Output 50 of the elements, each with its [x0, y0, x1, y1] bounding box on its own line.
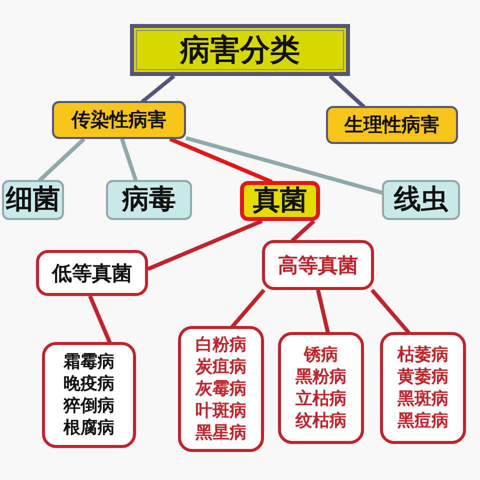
disease-list-box: [42, 342, 136, 448]
disease-list-box: [278, 332, 364, 444]
disease-name: 锈病: [304, 344, 338, 366]
node-label: 病害分类: [180, 32, 300, 70]
pathogen-box: [382, 180, 460, 220]
disease-name: 黄萎病: [398, 366, 448, 388]
node-label: 真菌: [253, 184, 307, 218]
callout-tail: [185, 136, 384, 195]
callout-tail: [140, 74, 176, 104]
group-box: [262, 240, 374, 290]
node-label: 低等真菌: [52, 260, 132, 286]
disease-name: 黑痘病: [398, 410, 448, 432]
callout-tail: [120, 138, 138, 182]
disease-name: 炭疽病: [196, 356, 246, 378]
disease-name: 纹枯病: [296, 410, 346, 432]
disease-name: 黑星病: [196, 422, 246, 444]
node-label: 高等真菌: [278, 252, 358, 278]
callout-tail: [147, 219, 263, 271]
disease-name: 白粉病: [196, 334, 246, 356]
group-box: [36, 250, 148, 296]
disease-name: 灰霉病: [196, 378, 246, 400]
callout-tail: [169, 137, 273, 184]
node-label: 生理性病害: [344, 112, 440, 138]
disease-name: 霜霉病: [64, 350, 114, 373]
disease-name: 立枯病: [296, 388, 346, 410]
disease-name: 根腐病: [64, 417, 114, 440]
node-label: 病毒: [122, 183, 176, 218]
callout-tail: [290, 220, 316, 242]
disease-list-box: [178, 326, 264, 452]
category-box: [52, 101, 186, 139]
pathogen-box: [240, 181, 320, 221]
callout-tail: [230, 288, 266, 328]
title-box: [130, 24, 350, 76]
disease-list-box: [380, 332, 466, 444]
disease-name: 猝倒病: [64, 395, 114, 418]
node-label: 线虫: [394, 183, 448, 218]
callout-tail: [328, 74, 366, 108]
callout-tail: [370, 288, 411, 334]
pathogen-box: [106, 180, 192, 220]
disease-name: 枯萎病: [398, 344, 448, 366]
node-label: 细菌: [6, 183, 60, 218]
disease-name: 黑粉病: [296, 366, 346, 388]
disease-name: 叶斑病: [196, 400, 246, 422]
category-box: [326, 106, 458, 144]
disease-name: 黑斑病: [398, 388, 448, 410]
callout-tail: [88, 295, 112, 344]
node-label: 传染性病害: [72, 108, 166, 132]
callout-tail: [316, 290, 330, 334]
callout-tail: [38, 138, 86, 182]
disease-name: 晚疫病: [64, 372, 114, 395]
